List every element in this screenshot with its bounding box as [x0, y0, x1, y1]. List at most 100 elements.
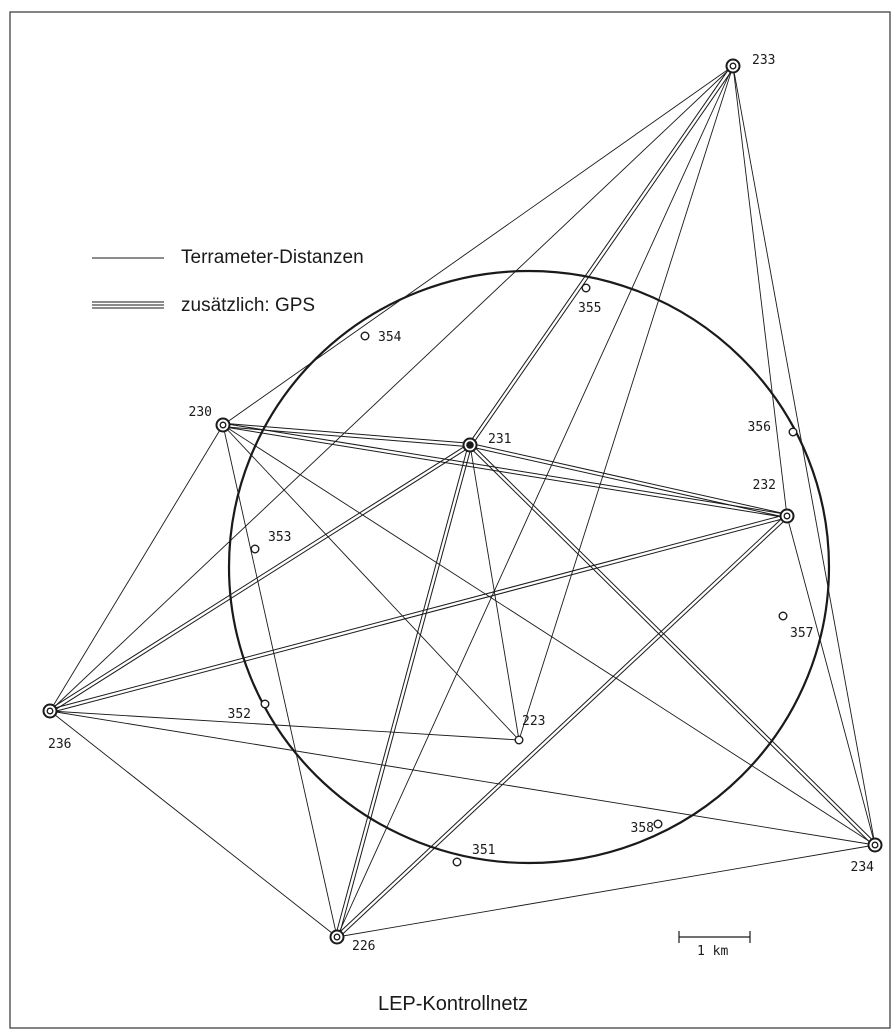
gps-line-230-232	[222, 422, 788, 519]
point-label-352: 352	[228, 707, 251, 722]
point-marker-inner	[729, 62, 737, 70]
point-label-356: 356	[748, 420, 771, 435]
gps-line-stroke	[50, 517, 788, 714]
gps-line-stroke	[334, 444, 469, 937]
gps-line-231-234	[468, 443, 877, 847]
point-marker-inner	[783, 512, 791, 520]
point-230: 230	[189, 405, 231, 433]
point-label-232: 232	[753, 478, 776, 493]
scale-bar-label: 1 km	[697, 944, 728, 959]
gps-line-stroke	[470, 442, 788, 515]
point-marker	[452, 857, 462, 867]
point-marker	[581, 283, 591, 293]
scale-bar: 1 km	[678, 931, 751, 959]
point-354: 354	[360, 330, 402, 345]
gps-line-stroke	[470, 66, 735, 447]
lep-ring	[227, 269, 831, 865]
point-353: 353	[250, 530, 291, 554]
survey-points: 233 230 231 232 236 234 226 355 354 356 353 357 352 2…	[42, 53, 883, 954]
terrameter-line-233-226	[336, 65, 734, 938]
gps-line-stroke	[338, 445, 473, 938]
terrameter-line-233-236	[49, 65, 734, 712]
gps-line-236-232	[49, 513, 788, 714]
gps-line-stroke	[49, 513, 787, 710]
point-label-231: 231	[488, 432, 511, 447]
terrameter-line-233-223	[518, 65, 734, 741]
point-223: 223	[514, 714, 545, 745]
point-marker-inner	[333, 933, 341, 941]
gps-line-stroke	[223, 422, 788, 515]
point-231: 231	[462, 432, 511, 453]
point-label-353: 353	[268, 530, 291, 545]
point-351: 351	[452, 843, 495, 867]
point-label-236: 236	[48, 737, 71, 752]
point-label-234: 234	[851, 860, 875, 875]
point-marker-inner	[871, 841, 879, 849]
point-355: 355	[578, 283, 601, 316]
point-marker-inner	[219, 421, 227, 429]
point-label-226: 226	[352, 939, 375, 954]
point-marker	[788, 427, 798, 437]
gps-line-stroke	[468, 445, 875, 847]
point-label-355: 355	[578, 301, 601, 316]
point-label-357: 357	[790, 626, 813, 641]
gps-line-stroke	[468, 64, 733, 445]
gps-line-231-236	[48, 443, 472, 713]
terrameter-line-230-236	[49, 424, 224, 712]
legend-double-label: zusätzlich: GPS	[181, 295, 315, 316]
legend-single-label: Terrameter-Distanzen	[181, 247, 364, 268]
terrameter-line-233-234	[732, 65, 876, 846]
point-352: 352	[228, 699, 270, 722]
point-358: 358	[631, 819, 663, 836]
gps-line-233-231	[468, 64, 735, 447]
point-226: 226	[329, 929, 375, 954]
point-marker-fill	[466, 441, 474, 449]
point-233: 233	[725, 53, 775, 74]
terrameter-line-236-226	[49, 710, 338, 938]
gps-line-stroke	[335, 514, 787, 937]
point-marker	[514, 735, 524, 745]
gps-line-stroke	[470, 443, 877, 845]
gps-line-226-232	[335, 514, 789, 939]
point-label-233: 233	[752, 53, 775, 68]
point-234: 234	[851, 837, 883, 875]
point-label-358: 358	[631, 821, 654, 836]
gps-line-stroke	[50, 446, 472, 713]
frame	[9, 11, 891, 1029]
gps-line-stroke	[469, 446, 787, 519]
terrameter-line-236-234	[49, 710, 876, 846]
point-marker	[250, 544, 260, 554]
point-label-223: 223	[522, 714, 545, 729]
terrameter-line-236-223	[49, 710, 520, 741]
gps-line-stroke	[222, 426, 787, 519]
point-236: 236	[42, 703, 71, 752]
point-232: 232	[753, 478, 795, 524]
gps-line-stroke	[48, 443, 470, 710]
gps-line-231-232	[469, 442, 788, 519]
point-label-351: 351	[472, 843, 495, 858]
terrameter-line-232-234	[786, 515, 876, 846]
gps-line-231-226	[334, 444, 473, 938]
terrameter-line-230-234	[222, 424, 876, 846]
point-marker-inner	[46, 707, 54, 715]
diagram-title: LEP-Kontrollnetz	[378, 993, 528, 1015]
terrameter-line-230-226	[222, 424, 338, 938]
point-marker	[778, 611, 788, 621]
point-marker	[260, 699, 270, 709]
terrameter-line-231-223	[469, 444, 520, 741]
point-label-354: 354	[378, 330, 402, 345]
terrameter-line-226-234	[336, 844, 876, 938]
terrameter-line-233-232	[732, 65, 788, 517]
point-marker	[360, 331, 370, 341]
gps-line-stroke	[223, 422, 471, 444]
point-357: 357	[778, 611, 813, 641]
point-label-230: 230	[189, 405, 212, 420]
connection-lines	[48, 64, 877, 939]
terrameter-line-233-230	[222, 65, 734, 426]
gps-line-stroke	[337, 516, 789, 939]
terrameter-line-230-223	[222, 424, 520, 741]
legend: Terrameter-Distanzen zusätzlich: GPS	[92, 247, 364, 316]
point-marker	[653, 819, 663, 829]
point-356: 356	[748, 420, 798, 437]
